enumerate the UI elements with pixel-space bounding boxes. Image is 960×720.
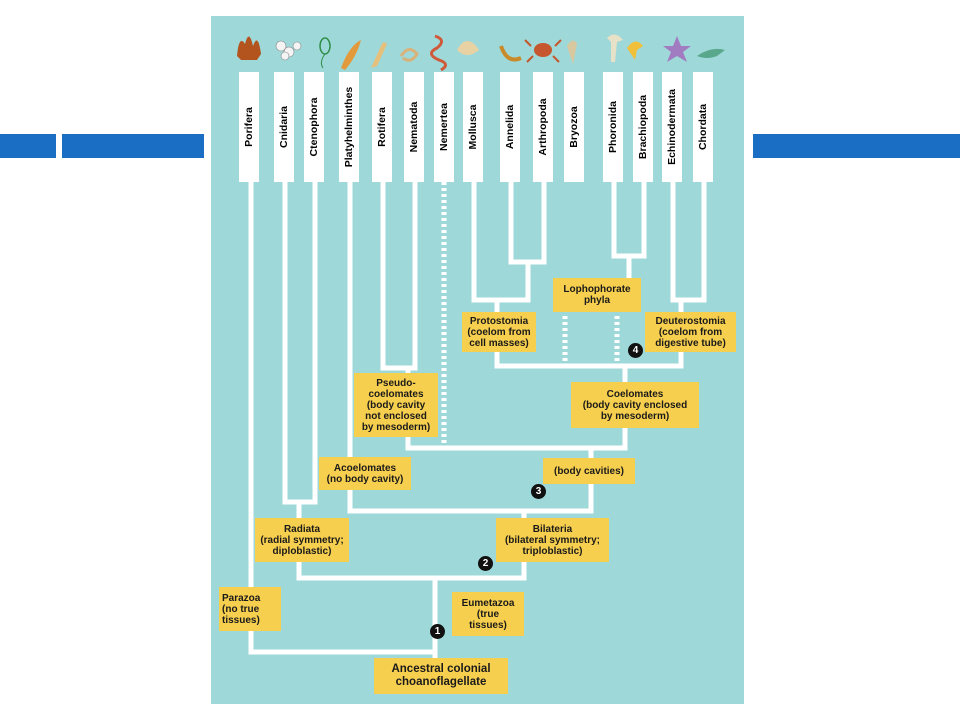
phylum-label-brachiopoda: Brachiopoda bbox=[633, 72, 653, 182]
phylum-label-nematoda: Nematoda bbox=[404, 72, 424, 182]
slide-accent-bar-left-small bbox=[0, 134, 56, 158]
phylum-label-cnidaria: Cnidaria bbox=[274, 72, 294, 182]
phylum-label-porifera: Porifera bbox=[239, 72, 259, 182]
phylum-label-ctenophora: Ctenophora bbox=[304, 72, 324, 182]
bilateria-box: Bilateria(bilateral symmetry;triploblast… bbox=[496, 518, 609, 562]
phylum-label-nemertea: Nemertea bbox=[434, 72, 454, 182]
phylogeny-diagram: Porifera Cnidaria Ctenophora Platyhelmin… bbox=[211, 16, 744, 704]
node-number-4: 4 bbox=[628, 343, 643, 358]
phylum-label-platyhelminthes: Platyhelminthes bbox=[339, 72, 359, 182]
phylum-label-mollusca: Mollusca bbox=[463, 72, 483, 182]
phylum-label-arthropoda: Arthropoda bbox=[533, 72, 553, 182]
node-number-1: 1 bbox=[430, 624, 445, 639]
phylum-label-annelida: Annelida bbox=[500, 72, 520, 182]
phylum-label-bryozoa: Bryozoa bbox=[564, 72, 584, 182]
node-number-3: 3 bbox=[531, 484, 546, 499]
phylum-label-phoronida: Phoronida bbox=[603, 72, 623, 182]
slide-accent-bar-left bbox=[62, 134, 204, 158]
node-number-2: 2 bbox=[478, 556, 493, 571]
body-cavities-box: (body cavities) bbox=[543, 458, 635, 484]
radiata-box: Radiata(radial symmetry;diploblastic) bbox=[255, 518, 349, 562]
phylum-label-echinodermata: Echinodermata bbox=[662, 72, 682, 182]
organism-icons bbox=[237, 34, 725, 72]
slide-accent-bar-right bbox=[753, 134, 960, 158]
acoelomates-box: Acoelomates(no body cavity) bbox=[319, 457, 411, 490]
phylum-label-chordata: Chordata bbox=[693, 72, 713, 182]
phylum-label-rotifera: Rotifera bbox=[372, 72, 392, 182]
